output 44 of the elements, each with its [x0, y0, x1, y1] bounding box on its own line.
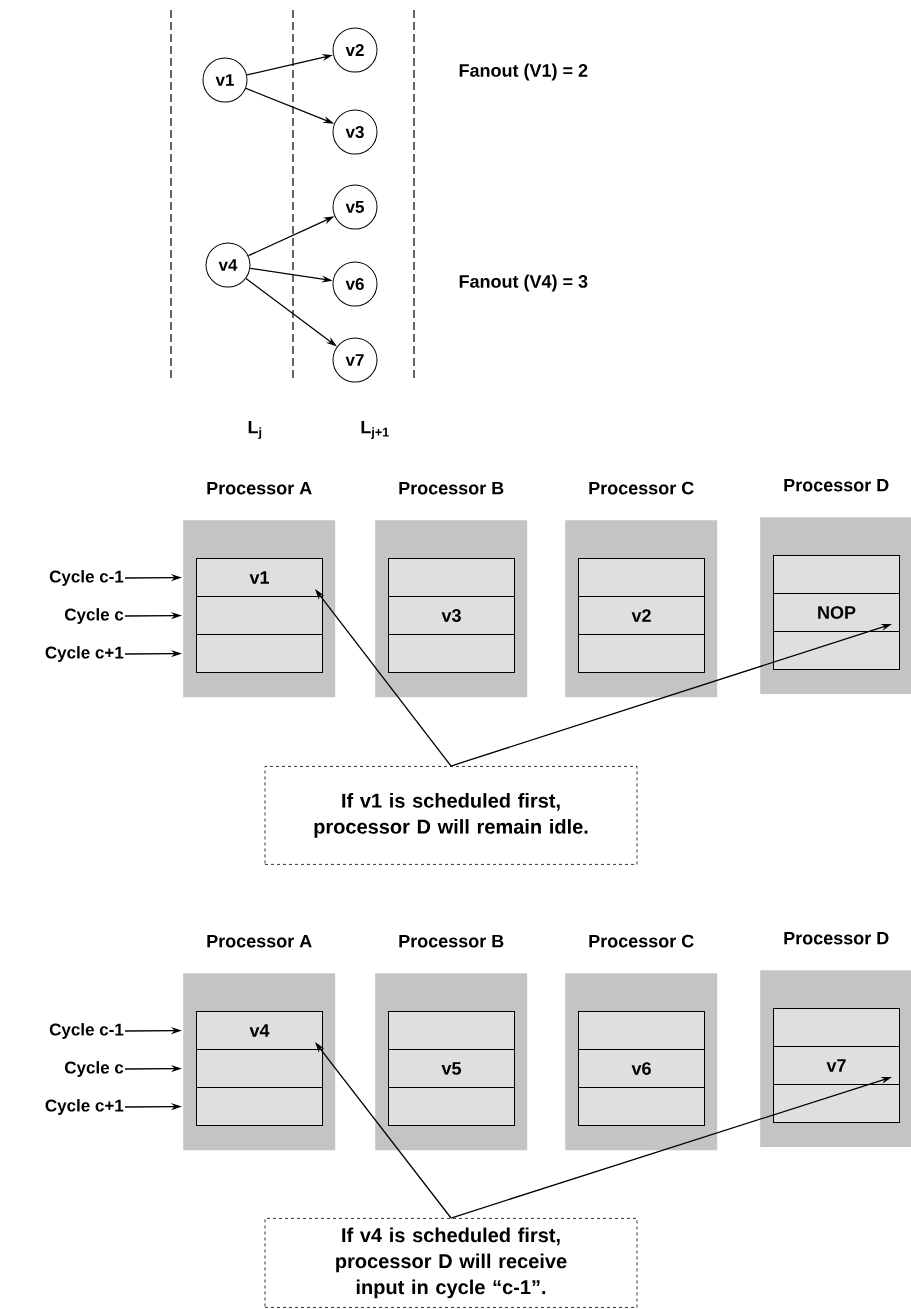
cycle-slot: NOP — [773, 593, 900, 632]
note-box: If v1 is scheduled first, processor D will remain idle. — [264, 766, 638, 865]
node-label: Processor C — [589, 934, 694, 948]
cycle-slot: v7 — [773, 1046, 900, 1085]
node-label: Processor A — [207, 481, 312, 495]
cycle-slot — [578, 1087, 705, 1126]
node-label: Processor B — [399, 934, 504, 948]
cycle-slot — [196, 1087, 323, 1126]
node-label: Processor B — [399, 481, 504, 495]
cycle-slot: v6 — [578, 1049, 705, 1088]
node-label: Processor C — [589, 481, 694, 495]
cycle-slot — [388, 558, 515, 597]
cycle-slot: v3 — [388, 596, 515, 635]
cycle-slot — [196, 634, 323, 673]
cycle-slot — [196, 596, 323, 635]
fanout-label: Fanout (V1) = 2 — [459, 63, 588, 81]
level-label: L$_{j+1}$ — [361, 420, 389, 440]
node-label: Processor D — [784, 478, 889, 492]
cycle-label: Cycle c-1 — [49, 1023, 124, 1039]
fanout-label: Fanout (V4) = 3 — [459, 274, 588, 292]
level-label: L$_{j}$ — [248, 420, 262, 440]
cycle-slot — [773, 555, 900, 594]
cycle-slot — [578, 634, 705, 673]
note-box: If v4 is scheduled first, processor D will receive input in cycle “c-1”. — [264, 1218, 638, 1308]
cycle-label: Cycle c-1 — [49, 570, 124, 586]
cycle-label: Cycle c — [64, 1061, 124, 1077]
cycle-slot — [578, 1011, 705, 1050]
cycle-slot — [388, 1011, 515, 1050]
cycle-slot — [773, 1084, 900, 1123]
cycle-slot: v5 — [388, 1049, 515, 1088]
cycle-slot — [388, 634, 515, 673]
cycle-slot — [578, 558, 705, 597]
cycle-slot — [773, 1008, 900, 1047]
cycle-slot: v2 — [578, 596, 705, 635]
cycle-slot — [773, 631, 900, 670]
cycle-slot — [196, 1049, 323, 1088]
cycle-slot: v1 — [196, 558, 323, 597]
cycle-label: Cycle c+1 — [45, 646, 124, 662]
cycle-label: Cycle c+1 — [45, 1099, 124, 1115]
node-label: Processor D — [784, 931, 889, 945]
cycle-slot — [388, 1087, 515, 1126]
cycle-slot: v4 — [196, 1011, 323, 1050]
node-label: Processor A — [207, 934, 312, 948]
cycle-label: Cycle c — [64, 608, 124, 624]
